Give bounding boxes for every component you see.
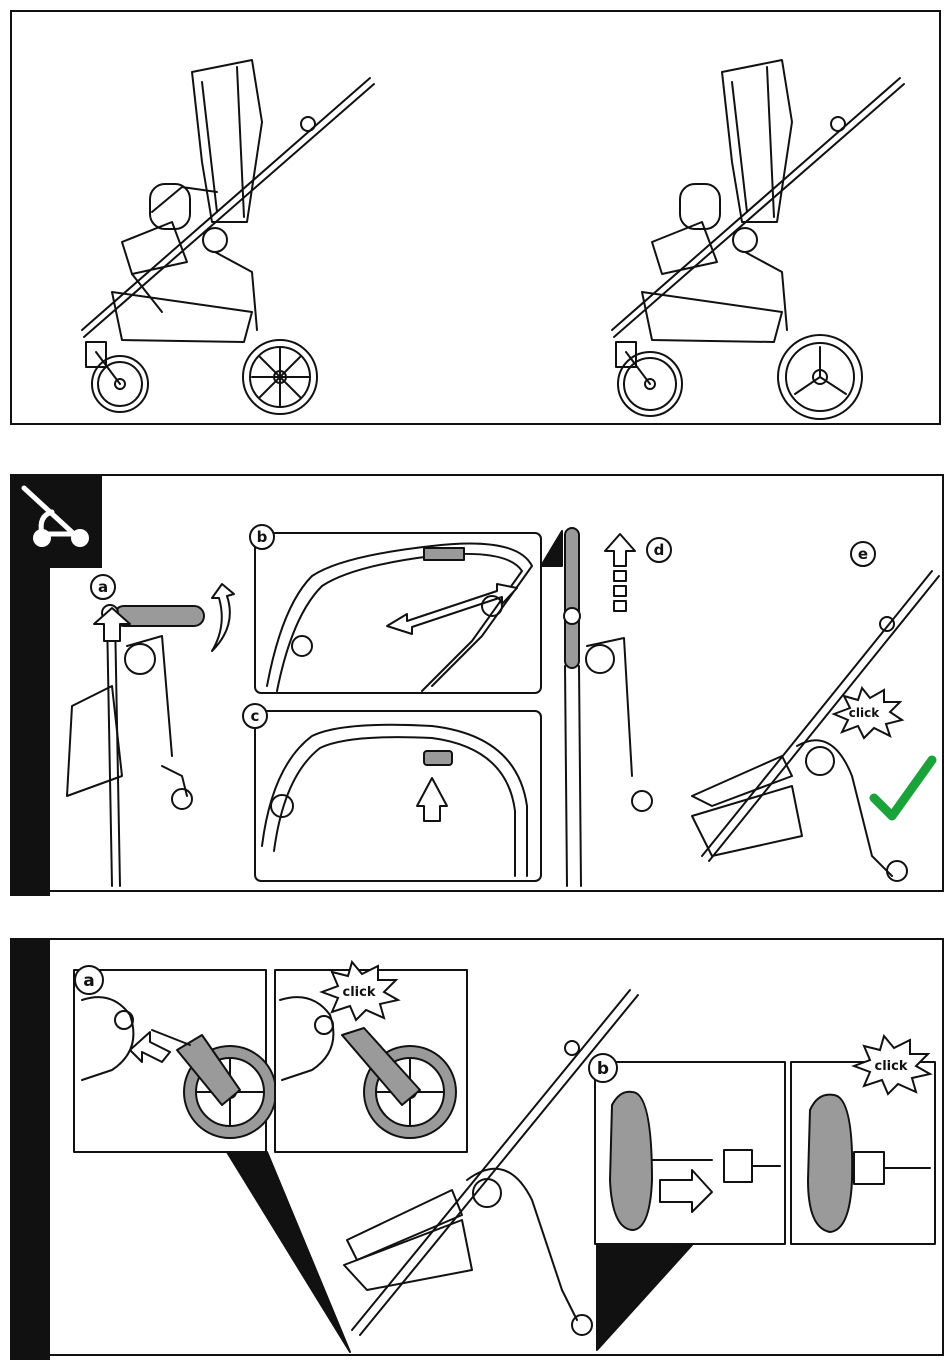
click-label: click <box>849 706 880 720</box>
step-b-label: b <box>597 1059 609 1079</box>
step-b-label: b <box>257 528 268 546</box>
stroller-right-illustration <box>612 60 904 419</box>
step-a-label: a <box>83 971 94 991</box>
stroller-overview-drawing <box>12 12 943 427</box>
step-e-illustration <box>692 571 939 881</box>
step-a-illustration <box>67 584 234 886</box>
step-c-label: c <box>251 707 260 725</box>
step-e-label: e <box>858 545 868 563</box>
panel-handlebar-extension: a b c d e click <box>10 474 944 892</box>
step-b-badge: b <box>589 1054 617 1082</box>
panel-stroller-overview <box>10 10 941 425</box>
checkmark-icon <box>874 760 932 816</box>
step-a-label: a <box>98 578 108 596</box>
click-label-b: click <box>875 1059 908 1074</box>
step-a-badge: a <box>91 575 115 599</box>
handlebar-extension-drawing: a b c d e click <box>12 476 946 894</box>
step-d-label: d <box>654 541 665 559</box>
step-b-badge: b <box>250 525 274 549</box>
step-e-badge: e <box>851 542 875 566</box>
step-a-badge: a <box>75 966 103 994</box>
front-wheel-attach-drawing: a b click click <box>12 940 946 1358</box>
click-burst-icon: click <box>834 688 902 738</box>
panel-front-wheel-attach: a b click click <box>10 938 944 1356</box>
step-c-badge: c <box>243 704 267 728</box>
click-label-a: click <box>343 985 376 1000</box>
step-d-illustration <box>541 528 652 886</box>
step-d-badge: d <box>647 538 671 562</box>
stroller-left-illustration <box>82 60 374 414</box>
